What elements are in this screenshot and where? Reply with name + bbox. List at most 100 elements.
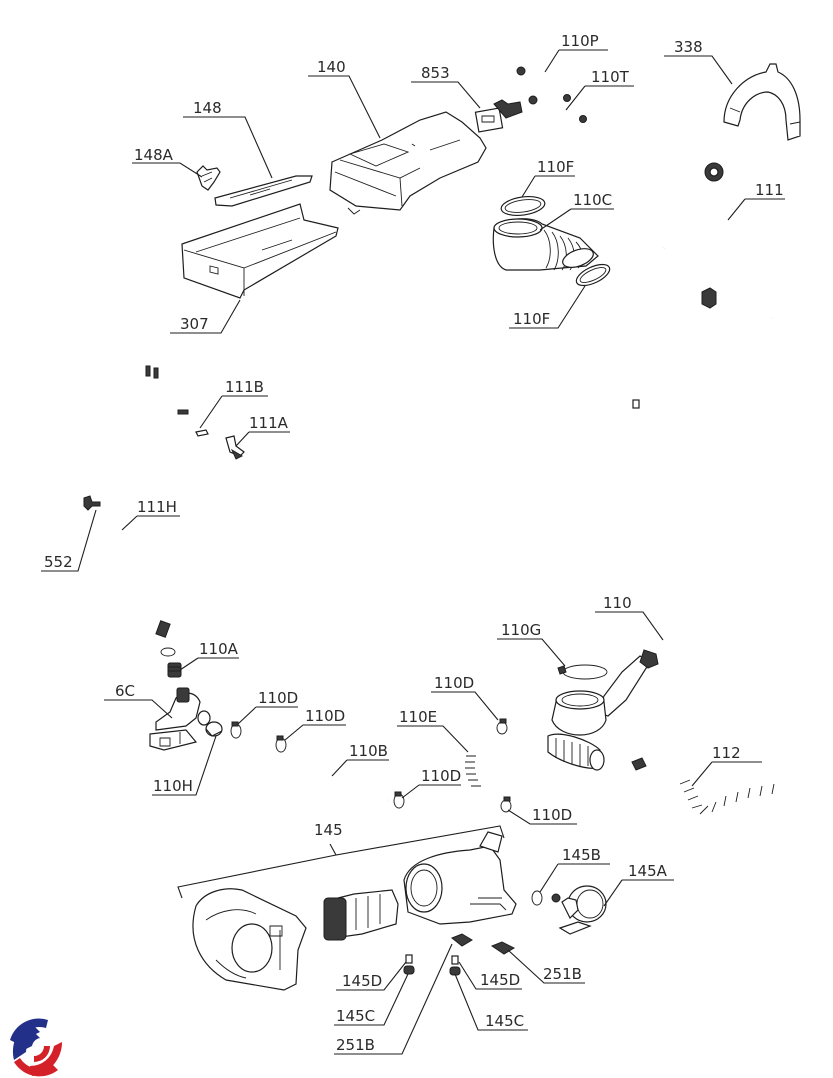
callout-110d-5: 110D: [507, 806, 577, 825]
label-110b: 110B: [349, 742, 388, 760]
label-145a: 145A: [628, 862, 668, 880]
label-110d-2: 110D: [305, 707, 345, 725]
label-110d-4: 110D: [434, 674, 474, 692]
part-145-filter-cover: [192, 888, 307, 991]
part-111-inlet-hose: [643, 162, 797, 393]
part-148a-siphon-cap: [196, 165, 221, 191]
callout-110p: 110P: [544, 32, 608, 73]
label-111: 111: [755, 181, 784, 199]
callout-111a: 111A: [235, 414, 290, 447]
callout-552: 552: [41, 509, 97, 572]
label-338: 338: [674, 38, 703, 56]
label-148a: 148A: [134, 146, 174, 164]
part-145-filter-insert: [323, 889, 399, 941]
label-110d-3: 110D: [421, 767, 461, 785]
part-110d-clamp-hose-b-left: [275, 735, 287, 753]
callout-110d-3: 110D: [401, 767, 461, 799]
callout-110f-bottom: 110F: [509, 285, 586, 329]
label-110g: 110G: [501, 621, 541, 639]
label-145d-1: 145D: [342, 972, 382, 990]
part-110e-corrugated-hose: [462, 733, 503, 811]
label-140: 140: [317, 58, 346, 76]
part-110d-clamp-hose-e-top: [496, 718, 508, 735]
part-110f-clamp-ring-bottom: [575, 263, 611, 287]
callout-110: 110: [595, 594, 664, 641]
callout-110a: 110A: [179, 640, 239, 671]
label-148: 148: [193, 99, 222, 117]
label-110d-1: 110D: [258, 689, 298, 707]
part-110-sump-hose-assembly: [547, 399, 666, 771]
part-111b-hose-clip: [195, 429, 209, 437]
label-251b-1: 251B: [336, 1036, 375, 1054]
label-110h: 110H: [153, 777, 193, 795]
label-110e: 110E: [399, 708, 437, 726]
label-110d-5: 110D: [532, 806, 572, 824]
callout-6c: 6C: [104, 682, 173, 719]
part-110t-small-hose: [528, 95, 587, 125]
label-145b: 145B: [562, 846, 601, 864]
part-251b-damper-pad-center: [451, 933, 473, 947]
callout-251b-2: 251B: [507, 949, 585, 984]
part-552-fixing-clip: [83, 495, 101, 511]
callout-148a: 148A: [132, 146, 203, 178]
callout-110d-2: 110D: [284, 707, 346, 741]
callout-110c: 110C: [539, 191, 614, 231]
label-307: 307: [180, 315, 209, 333]
callout-110g: 110G: [497, 621, 566, 667]
callout-111b: 111B: [199, 378, 268, 429]
part-111h-drain-hose: [114, 360, 189, 640]
part-110d-clamp-hose-e-bottom: [500, 796, 512, 813]
label-251b-2: 251B: [543, 965, 582, 983]
part-111a-hose-elbow: [225, 435, 245, 460]
part-148-dispenser-cover: [214, 175, 313, 207]
label-110: 110: [603, 594, 632, 612]
part-112-drain-outlet-hose: [631, 757, 792, 821]
callout-145c-1: 145C: [334, 973, 409, 1026]
label-145c-2: 145C: [485, 1012, 524, 1030]
part-853-solenoid-valve: [474, 99, 523, 133]
callout-307: 307: [170, 299, 241, 334]
label-6c: 6C: [115, 682, 135, 700]
part-145-pump-housing: [403, 831, 517, 925]
callout-110d-4: 110D: [431, 674, 499, 721]
label-111h: 111H: [137, 498, 177, 516]
part-145d-bush-left: [405, 954, 413, 964]
brand-logo: [10, 1018, 63, 1077]
part-110f-clamp-ring-top: [500, 195, 546, 217]
part-145b-o-ring: [531, 890, 543, 906]
callout-110b: 110B: [331, 742, 389, 777]
callout-145c-2: 145C: [454, 973, 528, 1031]
callout-338: 338: [664, 38, 733, 85]
part-145c-grommet-right: [449, 966, 461, 976]
callout-251b-1: 251B: [334, 943, 453, 1055]
part-140-dispenser-housing: [329, 111, 487, 215]
label-111a: 111A: [249, 414, 289, 432]
part-307-detergent-drawer: [181, 203, 339, 299]
callout-145b: 145B: [539, 846, 610, 893]
label-853: 853: [421, 64, 450, 82]
callout-145a: 145A: [603, 862, 674, 907]
part-338-hose-guide-hook: [723, 63, 801, 141]
part-110h-sleeve: [205, 721, 223, 737]
label-145d-2: 145D: [480, 971, 520, 989]
callout-110f-top: 110F: [521, 158, 575, 198]
callout-110h: 110H: [152, 735, 217, 796]
label-110t: 110T: [591, 68, 630, 86]
callout-111h: 111H: [121, 498, 180, 531]
label-110p: 110P: [561, 32, 599, 50]
label-552: 552: [44, 553, 73, 571]
part-110p-small-hose: [516, 66, 571, 102]
callout-112: 112: [691, 744, 762, 787]
part-6c-drain-pump: [149, 687, 211, 751]
callout-145d-1: 145D: [336, 961, 407, 991]
label-110c: 110C: [573, 191, 612, 209]
callout-110t: 110T: [565, 68, 634, 111]
callout-110d-1: 110D: [237, 689, 298, 725]
part-110b-connecting-hose: [288, 743, 390, 805]
part-145a-pump-motor-cover: [551, 885, 607, 935]
part-145c-grommet-left: [403, 965, 415, 975]
part-110a-pump-connector: [160, 647, 182, 678]
callout-145d-2: 145D: [458, 961, 522, 990]
label-145: 145: [314, 821, 343, 839]
callout-148: 148: [183, 99, 273, 179]
